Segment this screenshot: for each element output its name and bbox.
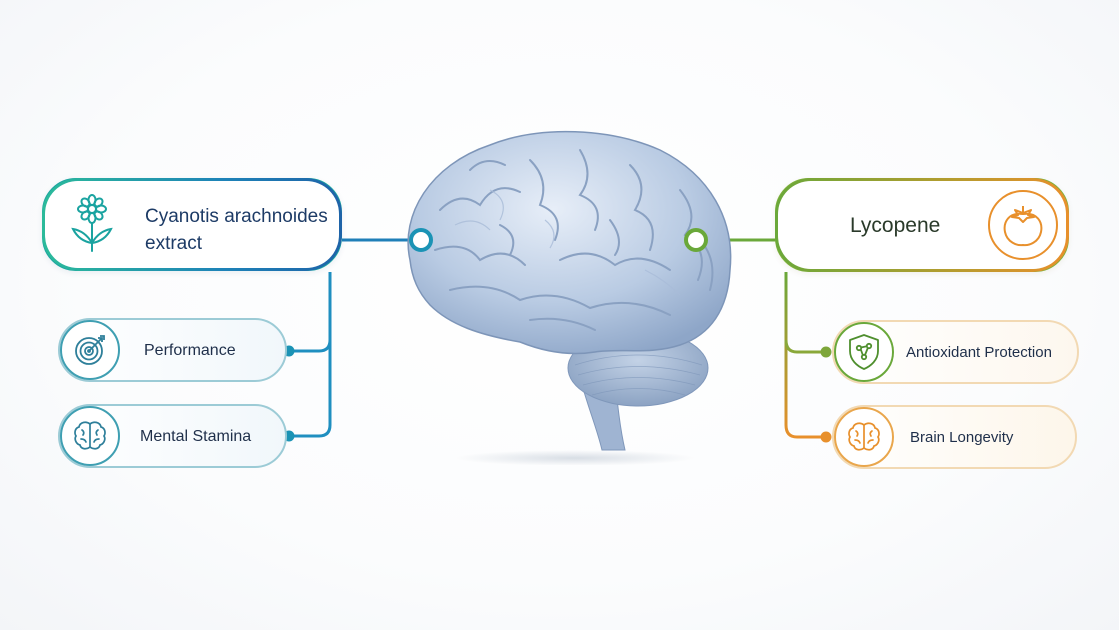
- connector-left-branch1: [289, 339, 332, 353]
- shield-molecule-icon: [834, 322, 894, 382]
- main-card-cyanotis[interactable]: Cyanotis arachnoides extract: [42, 178, 342, 271]
- connector-left-trunk: [289, 272, 332, 438]
- label-mental-stamina: Mental Stamina: [140, 428, 252, 445]
- label-performance: Performance: [144, 342, 236, 359]
- hub-left: [409, 228, 433, 252]
- connector-right-trunk: [784, 272, 826, 439]
- card-brain-longevity[interactable]: Brain Longevity: [832, 405, 1077, 469]
- label-antioxidant-protection: Antioxidant Protection: [906, 344, 1052, 361]
- flower-icon: [57, 189, 127, 259]
- target-icon: [60, 320, 120, 380]
- brain-illustration: [407, 130, 732, 465]
- node-right-1: [820, 346, 832, 358]
- main-card-lycopene[interactable]: Lycopene: [775, 178, 1069, 272]
- card-mental-stamina[interactable]: Mental Stamina: [58, 404, 287, 468]
- hub-right: [684, 228, 708, 252]
- main-label-left: Cyanotis arachnoides extract: [145, 206, 328, 254]
- connector-right-branch1: [784, 339, 826, 354]
- brain-icon: [60, 406, 120, 466]
- brain-icon: [834, 407, 894, 467]
- tomato-icon: [988, 190, 1058, 260]
- card-performance[interactable]: Performance: [58, 318, 287, 382]
- node-right-2: [820, 431, 832, 443]
- label-brain-longevity: Brain Longevity: [910, 429, 1014, 446]
- card-antioxidant-protection[interactable]: Antioxidant Protection: [832, 320, 1079, 384]
- main-label-right: Lycopene: [850, 214, 941, 237]
